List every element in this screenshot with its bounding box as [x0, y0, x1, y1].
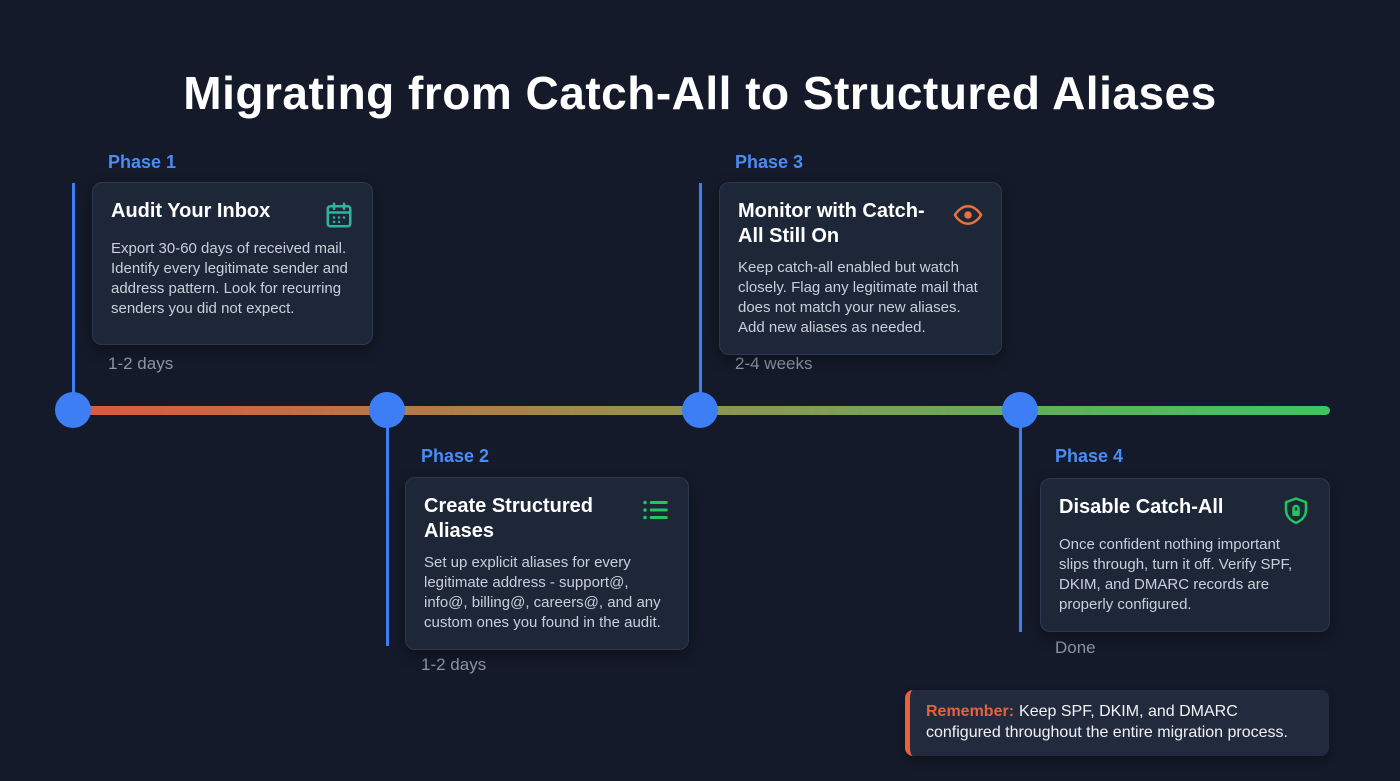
- phase2-timeline-node: [369, 392, 405, 428]
- phase1-connector-line: [72, 183, 75, 410]
- phase3-card: Monitor with Catch-All Still On Keep cat…: [719, 182, 1002, 355]
- phase2-card: Create Structured Aliases Set up explici…: [405, 477, 689, 650]
- reminder-note-text: Keep SPF, DKIM, and DMARC configured thr…: [926, 703, 1288, 741]
- phase4-timeline-node: [1002, 392, 1038, 428]
- phase4-card-title: Disable Catch-All: [1059, 496, 1224, 518]
- phase1-label: Phase 1: [108, 152, 177, 172]
- phase1-timeline-node: [55, 392, 91, 428]
- phase4-card-header: Disable Catch-All: [1059, 495, 1311, 526]
- list-icon: [640, 495, 670, 525]
- phase1-duration: 1-2 days: [108, 354, 174, 373]
- reminder-note-highlight: Remember:: [926, 703, 1015, 720]
- phase3-card-body: Keep catch-all enabled but watch closely…: [738, 259, 978, 336]
- phase3-connector-line: [699, 183, 702, 410]
- phase1-card-title: Audit Your Inbox: [111, 200, 271, 222]
- phase1-card: Audit Your Inbox Export 30-60 days of re…: [92, 182, 373, 345]
- reminder-note: Remember:Keep SPF, DKIM, and DMARC confi…: [905, 690, 1329, 756]
- phase4-connector-line: [1019, 410, 1022, 632]
- phase3-timeline-node: [682, 392, 718, 428]
- phase3-label: Phase 3: [735, 152, 804, 172]
- phase4-label: Phase 4: [1055, 446, 1124, 466]
- phase3-duration: 2-4 weeks: [735, 354, 813, 373]
- phase4-duration: Done: [1055, 638, 1096, 657]
- phase4-card: Disable Catch-All Once confident nothing…: [1040, 478, 1330, 632]
- page-title: Migrating from Catch-All to Structured A…: [183, 67, 1217, 119]
- phase2-label: Phase 2: [421, 446, 490, 466]
- shield-lock-icon: [1281, 496, 1311, 526]
- phase3-card-title: Monitor with Catch-All Still On: [738, 200, 925, 247]
- phase2-card-title: Create Structured Aliases: [424, 495, 593, 542]
- eye-icon: [953, 200, 983, 230]
- calendar-icon: [324, 200, 354, 230]
- phase4-card-body: Once confident nothing important slips t…: [1059, 536, 1293, 613]
- phase2-connector-line: [386, 410, 389, 646]
- phase1-card-header: Audit Your Inbox: [111, 199, 354, 230]
- phase1-card-body: Export 30-60 days of received mail. Iden…: [111, 240, 348, 317]
- phase2-card-body: Set up explicit aliases for every legiti…: [424, 554, 661, 631]
- phase2-card-header: Create Structured Aliases: [424, 494, 670, 544]
- phase3-card-header: Monitor with Catch-All Still On: [738, 199, 983, 249]
- phase2-duration: 1-2 days: [421, 655, 487, 674]
